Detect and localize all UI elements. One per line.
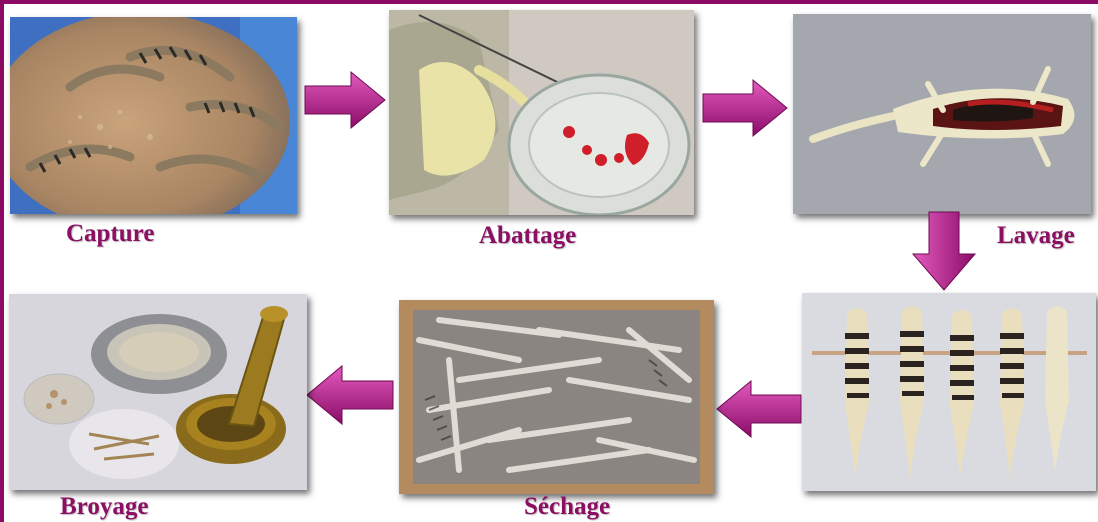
label-lavage: Lavage	[997, 222, 1075, 250]
frame-border-left	[0, 0, 4, 522]
frame-border-top	[0, 0, 1098, 4]
arrow-down-icon	[913, 212, 975, 290]
arrow-left-icon	[717, 381, 801, 437]
photo-broyage	[9, 294, 307, 490]
photo-sechage	[399, 300, 714, 494]
label-abattage: Abattage	[479, 222, 576, 250]
arrow-right-icon	[305, 72, 385, 128]
arrow-left-icon	[307, 366, 393, 424]
label-sechage: Séchage	[524, 493, 610, 521]
photo-capture	[10, 17, 297, 214]
photo-lizards-on-stick	[802, 293, 1096, 491]
arrow-right-icon	[703, 80, 787, 136]
photo-lavage	[793, 14, 1091, 214]
label-capture: Capture	[66, 220, 154, 248]
label-broyage: Broyage	[60, 493, 148, 521]
photo-abattage	[389, 10, 694, 215]
